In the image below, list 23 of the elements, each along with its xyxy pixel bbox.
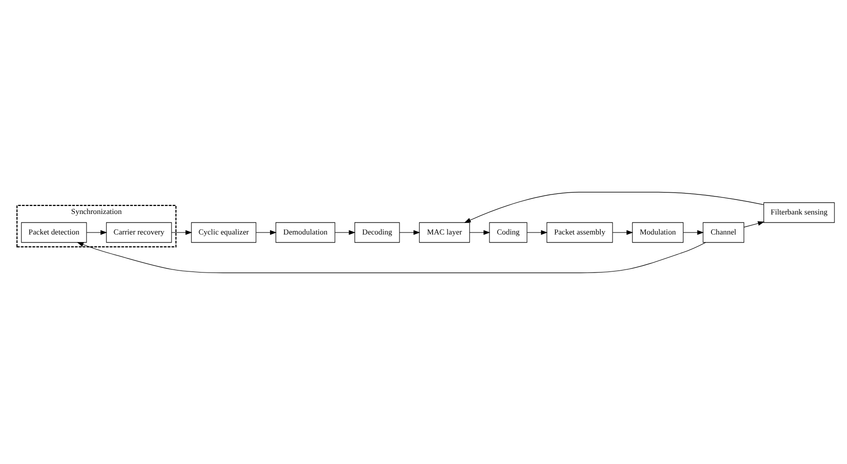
arrow [469,230,490,234]
node-box: Demodulation [276,222,336,242]
arrow [171,230,192,234]
arrow [399,230,420,234]
arrow [526,230,548,234]
node-box: Coding [489,222,528,242]
node-box: Decoding [354,222,400,242]
arrow [256,230,277,234]
node-box: Filterbank sensing [764,202,835,222]
arrow [334,230,356,234]
node-box: Modulation [632,222,684,242]
node-box: Channel [702,222,744,242]
arrow [744,220,765,227]
node-box: Packet detection [21,222,87,242]
arrow [683,230,704,234]
node-box: Carrier recovery [106,222,172,242]
node-box: Packet assembly [546,222,613,242]
arrow [612,230,634,234]
arrow [76,242,706,273]
arrow [86,230,108,234]
arrow [464,191,764,222]
node-box: MAC layer [419,222,470,242]
node-box: Cyclic equalizer [191,222,256,242]
